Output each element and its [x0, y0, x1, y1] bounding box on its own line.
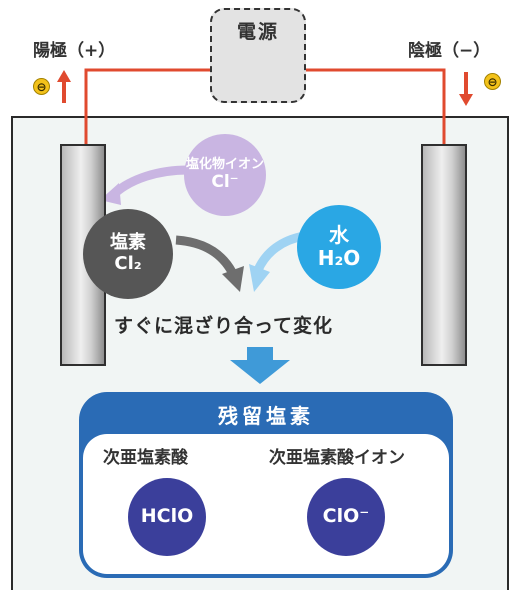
chloride-to-chlorine-arrow [108, 165, 189, 200]
hypochlorous-acid-name: 次亜塩素酸 [103, 448, 188, 468]
chlorine-name: 塩素 [110, 232, 146, 254]
chlorine-formula: Cl₂ [114, 253, 142, 274]
wire-left [84, 68, 252, 146]
hypochlorite-ion-circle: ClO⁻ [307, 478, 385, 556]
chlorine-arrowhead [222, 266, 244, 292]
chlorine-to-mix-arrow [175, 235, 236, 275]
hypochlorite-ion-name: 次亜塩素酸イオン [269, 448, 405, 468]
wire-right [268, 68, 446, 146]
hypochlorous-acid-formula: HClO [140, 505, 194, 528]
electron-sign-cathode: ⊖ [484, 73, 501, 90]
electron-sign-anode: ⊖ [33, 78, 50, 95]
hypochlorite-ion-formula: ClO⁻ [322, 505, 370, 528]
residual-chlorine-panel: 残留塩素 次亜塩素酸 次亜塩素酸イオン HClO ClO⁻ [79, 392, 453, 578]
hypochlorous-acid-circle: HClO [128, 478, 206, 556]
down-arrow-icon [459, 72, 473, 106]
chloride-ion-name: 塩化物イオン [185, 156, 264, 172]
water-name: 水 [329, 223, 349, 247]
mixing-caption: すぐに混ざり合って変化 [114, 315, 334, 337]
water-circle: 水 H₂O [297, 205, 381, 289]
power-source-label: 電源 [236, 21, 279, 43]
cathode-electrode [421, 144, 467, 366]
power-source-box: 電源 [210, 8, 306, 103]
cathode-label: 陰極（−） [408, 41, 491, 61]
chloride-ion-formula: Cl⁻ [211, 171, 239, 192]
chloride-ion-circle: 塩化物イオン Cl⁻ [184, 134, 266, 216]
water-formula: H₂O [317, 246, 361, 270]
residual-chlorine-body: 次亜塩素酸 次亜塩素酸イオン HClO ClO⁻ [83, 434, 449, 574]
water-arrowhead [249, 264, 270, 292]
chlorine-circle: 塩素 Cl₂ [83, 209, 173, 299]
down-arrow-to-panel-icon [230, 347, 290, 384]
residual-chlorine-title: 残留塩素 [218, 404, 314, 428]
anode-label: 陽極（+） [33, 41, 116, 61]
up-arrow-icon [57, 70, 71, 103]
